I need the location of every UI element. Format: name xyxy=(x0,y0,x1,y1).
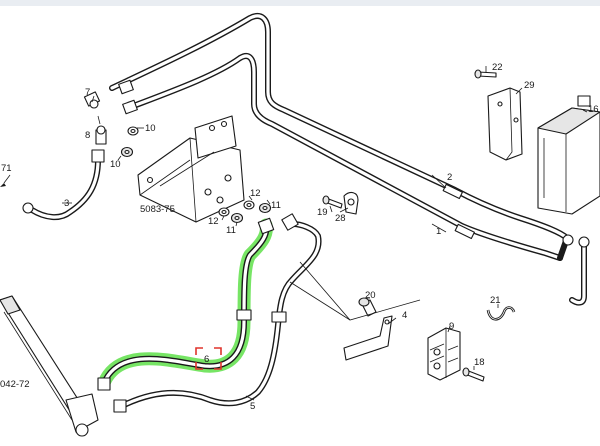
bolt-18[interactable] xyxy=(462,367,485,382)
fitting-8[interactable] xyxy=(95,125,107,145)
mounting-bracket-4[interactable] xyxy=(343,315,393,361)
label-28: 28 xyxy=(335,213,346,224)
label-11-lower: 11 xyxy=(226,225,236,236)
label-8: 8 xyxy=(85,130,90,141)
label-1: 1 xyxy=(436,226,441,237)
pipe-2-fitting xyxy=(118,79,134,95)
nut-11[interactable] xyxy=(258,202,272,214)
label-3: 3 xyxy=(64,198,69,209)
clip-21[interactable] xyxy=(486,306,516,321)
fitting-7[interactable] xyxy=(83,91,101,109)
label-11-upper: 11 xyxy=(271,200,281,211)
pipe-2[interactable] xyxy=(109,12,570,241)
label-71: 71 xyxy=(1,163,12,174)
hose-6-top-fitting xyxy=(257,217,275,235)
label-20: 20 xyxy=(365,290,376,301)
arrow-71-icon xyxy=(0,183,6,187)
pipe-2-end xyxy=(557,235,587,306)
label-12-lower: 12 xyxy=(208,216,219,227)
pipe-2-sleeve xyxy=(442,183,463,200)
hose-6-end-fitting xyxy=(97,377,111,391)
label-6: 6 xyxy=(204,354,209,365)
hose-5[interactable] xyxy=(113,213,322,413)
oil-tank[interactable] xyxy=(537,95,600,248)
bolt-19[interactable] xyxy=(322,195,343,209)
washer-12-lower[interactable] xyxy=(218,207,230,217)
label-9: 9 xyxy=(449,321,454,332)
washer-10-upper[interactable] xyxy=(127,126,139,136)
hose-6-sleeve xyxy=(236,309,252,321)
hose-3[interactable] xyxy=(22,149,105,220)
label-12-upper: 12 xyxy=(250,188,261,199)
label-21: 21 xyxy=(490,295,501,306)
bracket-29[interactable] xyxy=(487,87,523,161)
nut-11-lower[interactable] xyxy=(230,212,244,224)
label-22: 22 xyxy=(492,62,503,73)
hose-5-end-fitting xyxy=(113,399,127,413)
label-18: 18 xyxy=(474,357,485,368)
label-4: 4 xyxy=(402,310,407,321)
top-strip xyxy=(0,0,600,6)
valve-block-9[interactable] xyxy=(427,327,461,381)
pipe-1[interactable] xyxy=(125,52,563,261)
label-5083-75: 5083-75 xyxy=(140,204,175,215)
label-29: 29 xyxy=(524,80,535,91)
pipe-1-sleeve xyxy=(454,223,475,240)
label-2: 2 xyxy=(447,172,452,183)
bolt-22[interactable] xyxy=(474,69,497,79)
label-10-lower: 10 xyxy=(110,159,121,170)
hose-5-top-fitting xyxy=(281,213,299,231)
hose-6-selection-marker xyxy=(195,347,222,370)
leader-71 xyxy=(3,174,11,184)
label-7: 7 xyxy=(85,87,90,98)
bolt-20[interactable] xyxy=(358,297,377,317)
pipe-1-fitting xyxy=(122,99,138,115)
hose-6[interactable] xyxy=(97,217,275,391)
label-5: 5 xyxy=(250,401,255,412)
label-16: 16 xyxy=(588,104,599,115)
label-10-upper: 10 xyxy=(145,123,156,134)
hydraulic-cylinder[interactable] xyxy=(0,295,99,437)
label-19: 19 xyxy=(317,207,328,218)
nut-10-lower[interactable] xyxy=(120,146,134,158)
hose-3-fitting xyxy=(91,149,105,163)
part-labels: 2 1 3 4 5 6 7 8 9 10 10 11 11 12 12 16 1… xyxy=(0,62,599,412)
clamp-28[interactable] xyxy=(343,191,359,215)
bracket-5083-75[interactable] xyxy=(137,115,245,223)
leader-lines xyxy=(62,66,588,401)
label-042-72: 042-72 xyxy=(0,379,30,390)
washer-12[interactable] xyxy=(243,200,255,210)
hose-5-sleeve xyxy=(271,311,287,323)
hose-3-end-fitting xyxy=(22,202,34,214)
